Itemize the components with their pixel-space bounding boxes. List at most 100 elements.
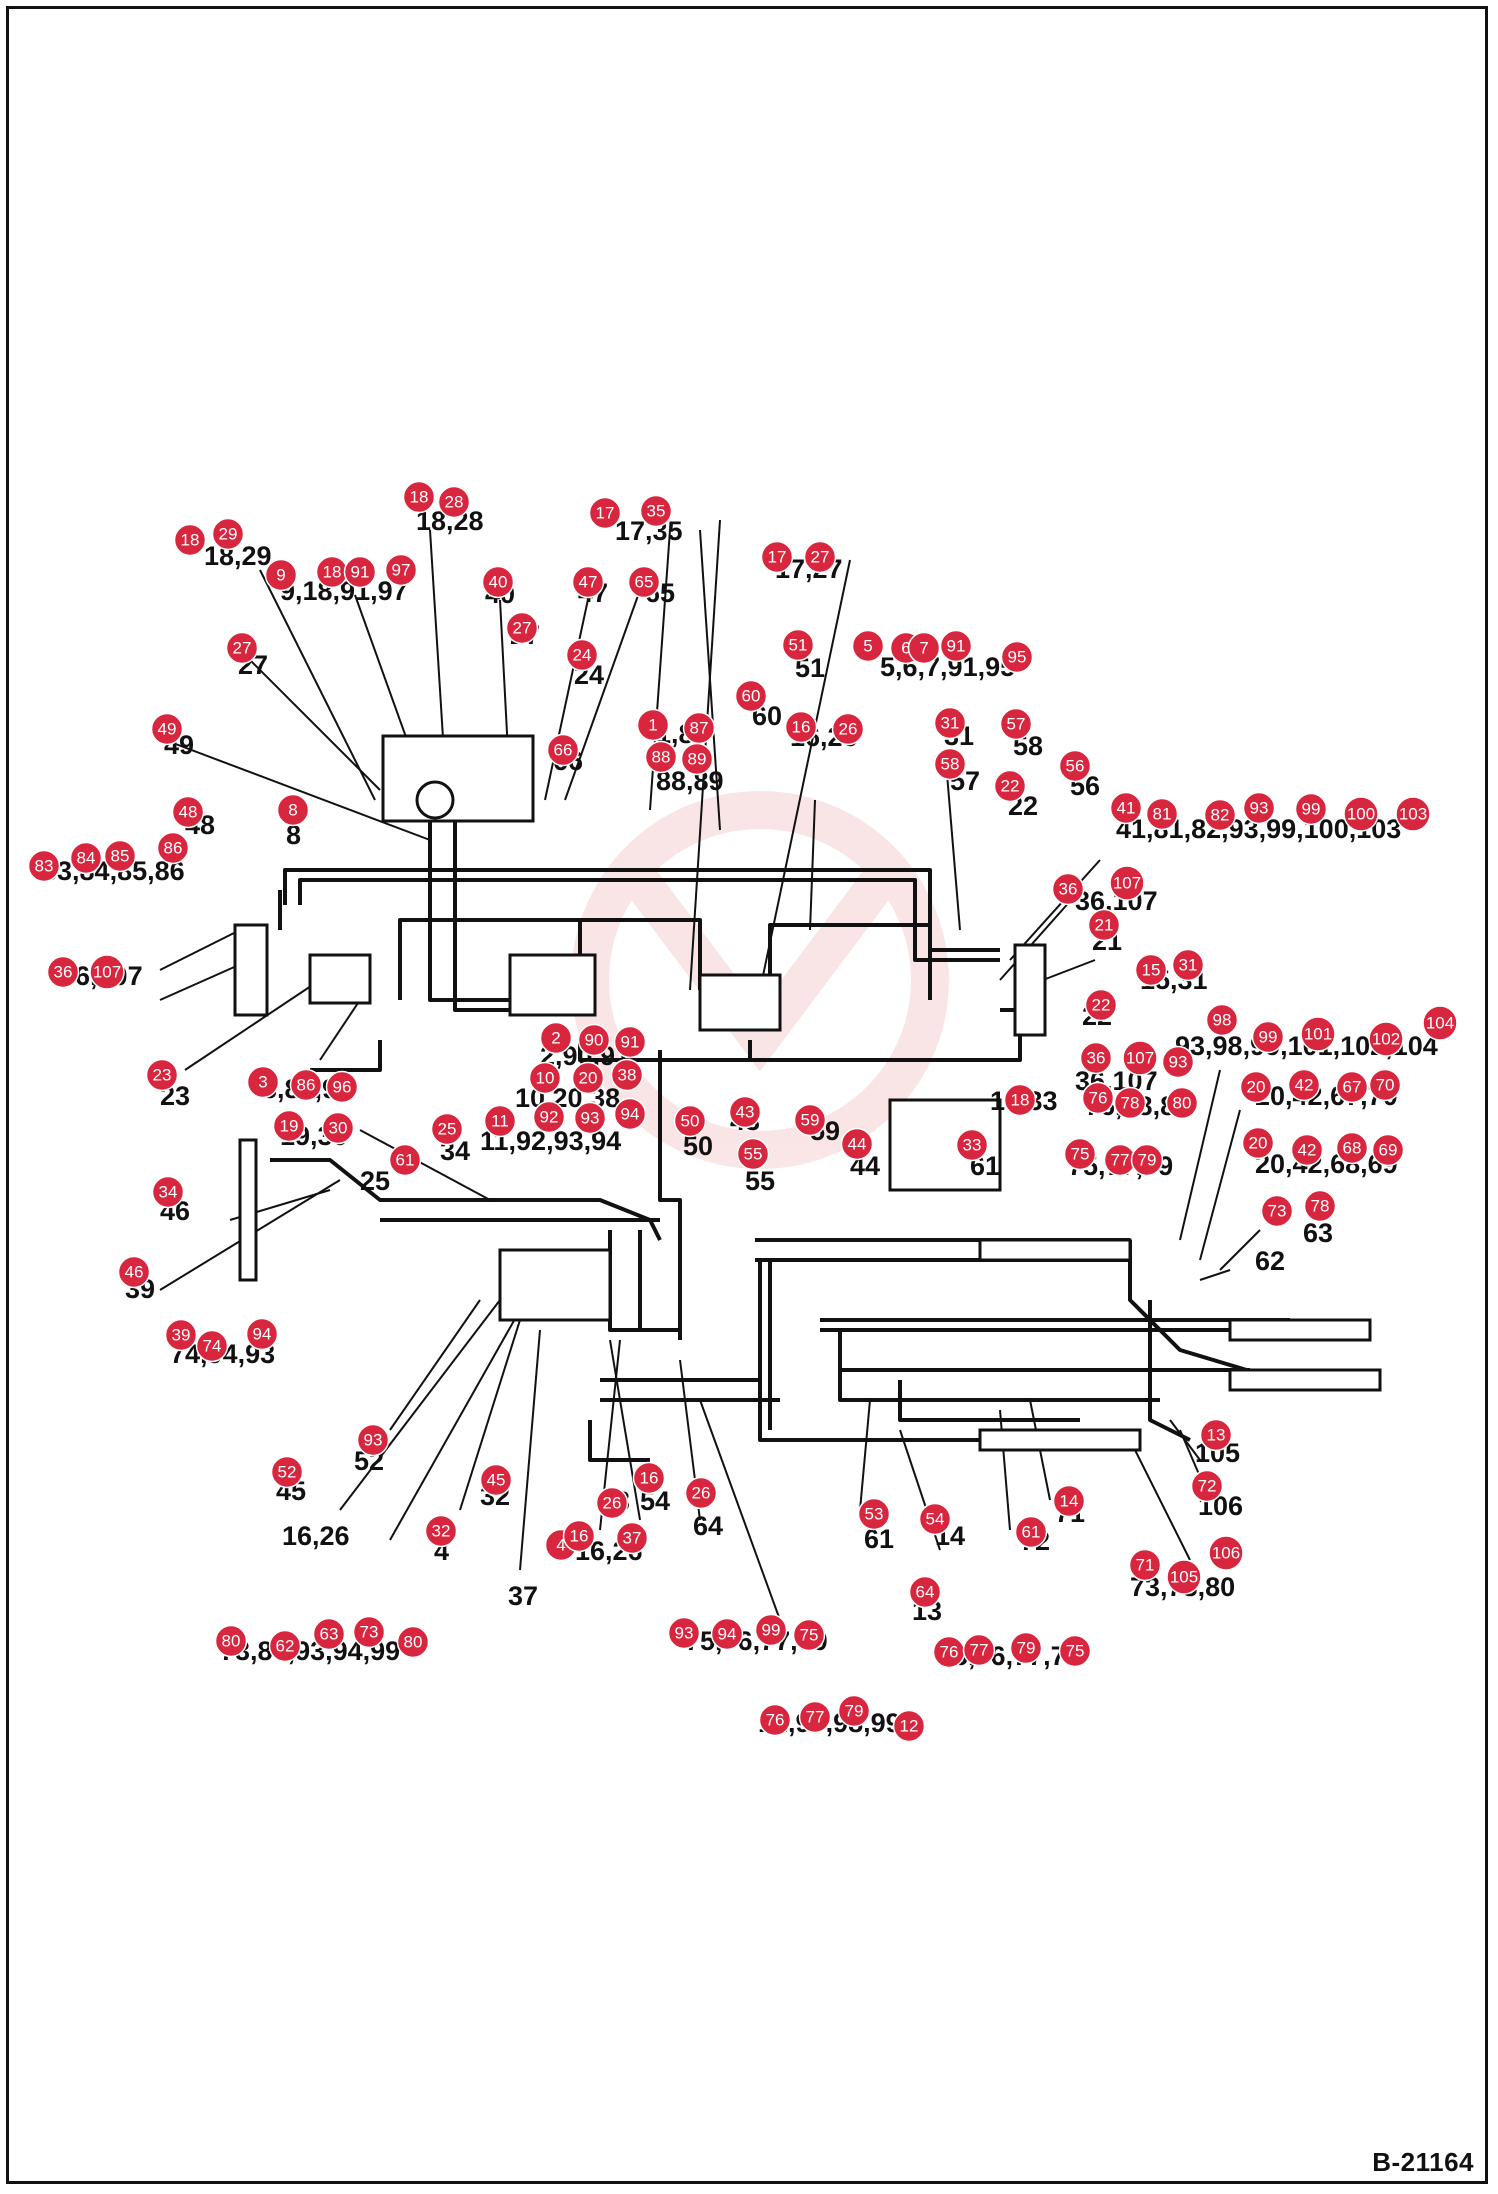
callout-balloon-number: 61	[396, 1151, 415, 1170]
callout-label: 63	[1303, 1218, 1333, 1248]
callout-balloon-number: 99	[762, 1621, 781, 1640]
callout-balloon-number: 12	[900, 1717, 919, 1736]
callout-balloon: 26	[595, 1486, 629, 1520]
callout-balloon: 14	[1052, 1484, 1086, 1518]
callout-balloon: 83	[27, 849, 61, 883]
callout-balloon-number: 41	[1117, 799, 1136, 818]
hydraulic-lines	[270, 790, 1300, 1462]
callout-balloon-number: 61	[1022, 1523, 1041, 1542]
callout-balloon: 92	[532, 1100, 566, 1134]
callout-balloon-number: 57	[1007, 715, 1026, 734]
callout-balloon: 80	[1165, 1086, 1199, 1120]
callout-balloon-number: 80	[404, 1633, 423, 1652]
callout-balloon-number: 93	[1250, 799, 1269, 818]
callout-balloon: 44	[840, 1127, 874, 1161]
callout-balloon-number: 48	[179, 803, 198, 822]
callout-balloon: 1	[636, 708, 670, 742]
callout-balloon-number: 44	[848, 1135, 867, 1154]
callout-balloon-number: 22	[1092, 996, 1111, 1015]
callout-label: 62	[1255, 1246, 1285, 1276]
callout-balloon: 31	[933, 706, 967, 740]
callout-balloon: 53	[857, 1497, 891, 1531]
callout-balloon-number: 94	[253, 1325, 272, 1344]
callout-balloon-number: 37	[623, 1529, 642, 1548]
callout-balloon-number: 17	[768, 548, 787, 567]
callout-balloon-number: 78	[1121, 1094, 1140, 1113]
relief-valve-block	[308, 953, 372, 1005]
callout-balloon-number: 77	[970, 1641, 989, 1660]
callout-label: 37	[508, 1581, 538, 1611]
callout-balloon: 20	[1241, 1126, 1275, 1160]
callout-balloon: 81	[1145, 797, 1179, 831]
callout-balloon: 70	[1368, 1068, 1402, 1102]
callout-balloon: 15	[1134, 953, 1168, 987]
callout-balloon-number: 46	[125, 1263, 144, 1282]
callout-balloon: 100	[1343, 796, 1379, 832]
callout-balloon: 36	[1051, 872, 1085, 906]
callout-balloon-number: 107	[1113, 874, 1141, 893]
callout-balloon-number: 42	[1295, 1076, 1314, 1095]
callout-balloon: 77	[798, 1700, 832, 1734]
callout-balloon-number: 30	[329, 1119, 348, 1138]
callout-balloon: 78	[1113, 1086, 1147, 1120]
callout-balloon: 61	[388, 1143, 422, 1177]
callout-balloon: 80	[396, 1625, 430, 1659]
callout-balloon-number: 45	[487, 1471, 506, 1490]
callout-balloon-number: 18	[181, 531, 200, 550]
callout-balloon: 27	[225, 631, 259, 665]
callout-balloon-number: 14	[1060, 1492, 1079, 1511]
callout-balloon: 89	[680, 742, 714, 776]
callout-balloon-number: 93	[364, 1431, 383, 1450]
callout-balloon-number: 27	[233, 639, 252, 658]
cylinder-lower	[978, 1428, 1142, 1452]
callout-balloon-number: 80	[222, 1632, 241, 1651]
callout-balloon: 78	[1303, 1189, 1337, 1223]
callout-balloon: 27	[505, 611, 539, 645]
callout-balloon: 63	[312, 1617, 346, 1651]
callout-balloon: 28	[437, 485, 471, 519]
callout-balloon: 51	[781, 628, 815, 662]
callout-balloon: 91	[613, 1025, 647, 1059]
callout-balloon: 16	[784, 710, 818, 744]
callout-balloon-number: 5	[863, 637, 872, 656]
callout-balloon: 43	[728, 1095, 762, 1129]
callout-balloon-number: 80	[1173, 1094, 1192, 1113]
callout-balloon-number: 75	[1071, 1145, 1090, 1164]
callout-label: 64	[693, 1511, 723, 1541]
control-valve-left	[508, 953, 597, 1017]
callout-balloon: 79	[1130, 1143, 1164, 1177]
callout-balloon: 76	[932, 1635, 966, 1669]
callout-balloon: 99	[1294, 792, 1328, 826]
callout-balloon: 18	[402, 480, 436, 514]
callout-balloon-number: 73	[360, 1623, 379, 1642]
callout-balloon: 79	[1009, 1631, 1043, 1665]
callout-balloon: 99	[754, 1613, 788, 1647]
callout-balloon-number: 81	[1153, 805, 1172, 824]
callout-balloon: 17	[760, 540, 794, 574]
callout-balloon: 41	[1109, 791, 1143, 825]
callout-label: 10,20,38	[515, 1083, 620, 1113]
callout-balloon-number: 78	[1311, 1197, 1330, 1216]
callout-balloon: 2	[539, 1021, 573, 1055]
callout-balloon: 17	[588, 496, 622, 530]
callout-balloon-number: 31	[941, 714, 960, 733]
callout-balloon-number: 25	[438, 1120, 457, 1139]
callout-balloon: 36	[46, 955, 80, 989]
callout-balloon-number: 47	[579, 573, 598, 592]
callout-balloon-number: 76	[766, 1711, 785, 1730]
callout-balloon: 91	[343, 555, 377, 589]
callout-balloon-number: 62	[276, 1637, 295, 1656]
callout-balloon-number: 26	[692, 1484, 711, 1503]
callout-balloon-number: 92	[540, 1108, 559, 1127]
callout-balloon: 22	[1084, 988, 1118, 1022]
callout-balloon-number: 13	[1207, 1426, 1226, 1445]
callout-balloon-number: 79	[845, 1702, 864, 1721]
callout-balloon-number: 65	[635, 573, 654, 592]
callout-balloon-number: 90	[585, 1031, 604, 1050]
callout-balloon: 77	[1103, 1143, 1137, 1177]
callout-balloon: 18	[173, 523, 207, 557]
callout-balloon: 76	[1081, 1081, 1115, 1115]
callout-balloon: 3	[246, 1065, 280, 1099]
callout-label: 55	[745, 1166, 775, 1196]
